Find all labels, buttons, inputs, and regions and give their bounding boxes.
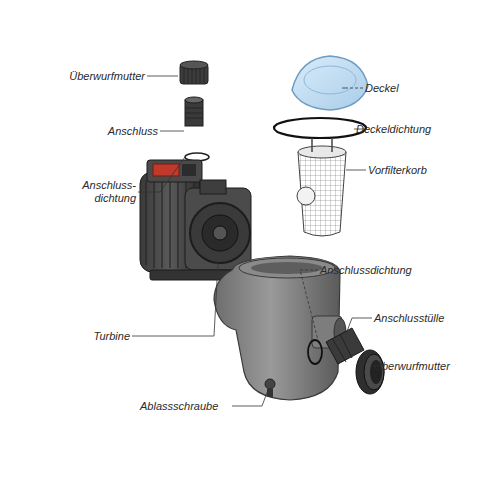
connector-piece — [185, 97, 203, 126]
strainer-basket — [297, 138, 346, 236]
pump-housing — [214, 256, 346, 400]
leader-lines — [132, 76, 385, 406]
pump-motor — [140, 160, 251, 280]
part-label: Turbine — [94, 330, 130, 343]
part-label: Anschluss — [108, 125, 158, 138]
part-label: Deckeldichtung — [356, 123, 431, 136]
part-label: Deckel — [365, 82, 399, 95]
union-nut-right — [356, 350, 384, 394]
union-nut-top — [180, 61, 208, 84]
side-seal — [308, 340, 322, 364]
tail-piece — [326, 328, 364, 364]
part-label: Überwurfmutter — [69, 70, 145, 83]
part-label: Anschlusstülle — [374, 312, 444, 325]
part-label: Anschlussdichtung — [320, 264, 412, 277]
lid — [292, 56, 368, 110]
part-label: Vorfilterkorb — [368, 164, 427, 177]
part-label: Ablassschraube — [140, 400, 218, 413]
part-label: Anschluss- dichtung — [74, 179, 136, 205]
lid-seal — [274, 118, 366, 138]
part-label: Überwurfmutter — [374, 360, 450, 373]
